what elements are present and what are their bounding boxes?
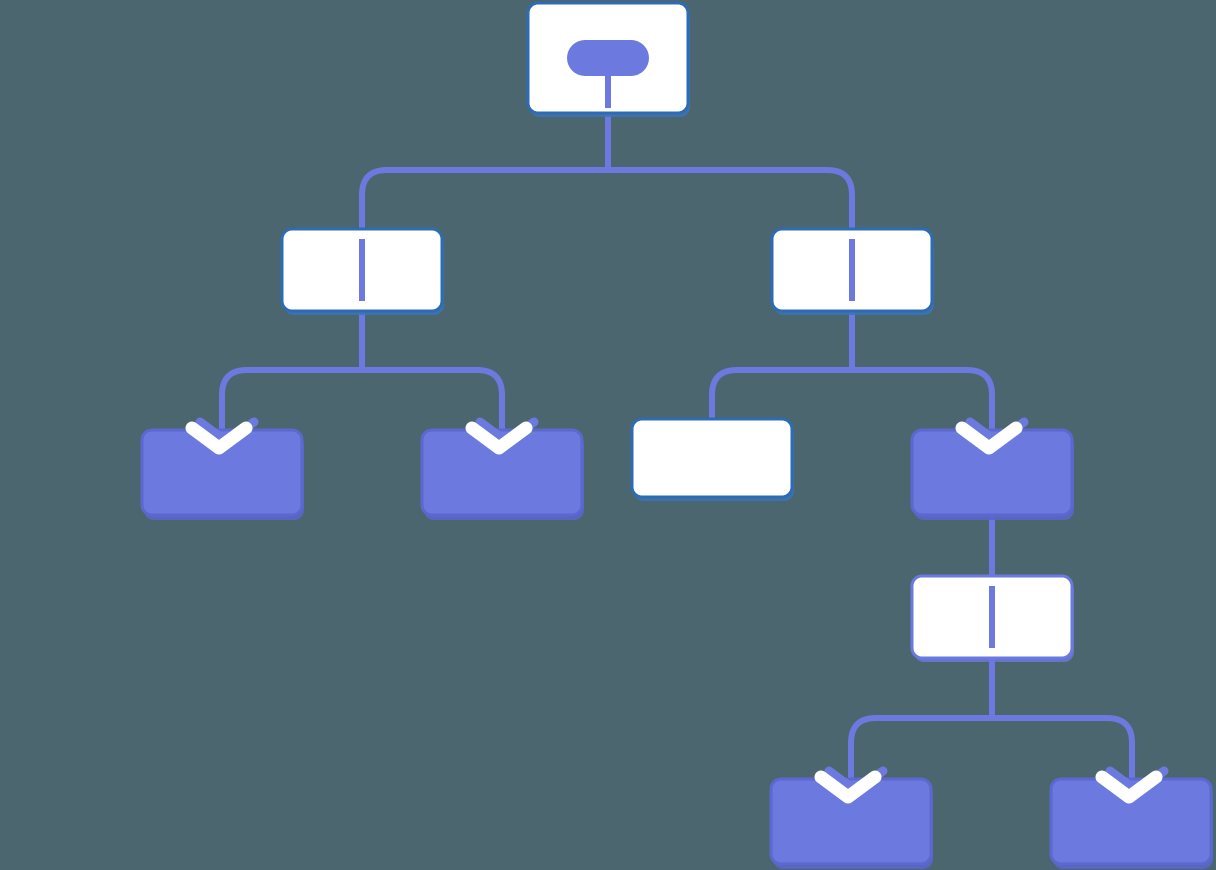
arrow-marker-leaf-1-over [185, 421, 253, 455]
plain-white-node[interactable] [630, 417, 794, 501]
edge-left-branch-to-leaf-2[interactable] [359, 229, 505, 515]
arrow-marker-leaf-1[interactable] [185, 417, 259, 455]
arrow-marker-leaf-2-over [465, 421, 533, 455]
arrow-marker-leaf-3[interactable] [955, 417, 1029, 455]
leaf-node-3-body[interactable] [910, 428, 1074, 517]
markers-layer [185, 40, 1169, 804]
leaf-node-2-body[interactable] [420, 428, 584, 517]
edge-left-branch-to-leaf-1[interactable] [219, 229, 365, 515]
edge-mid-white-to-leaf-4[interactable] [848, 658, 995, 864]
edges-layer [219, 58, 1135, 864]
edge-root-to-right-branch[interactable] [605, 58, 855, 311]
leaf-node-5-body[interactable] [1049, 777, 1213, 866]
arrow-marker-leaf-3-over [955, 421, 1023, 455]
leaf-node-1-body[interactable] [140, 428, 304, 517]
arrow-marker-leaf-2[interactable] [465, 417, 539, 455]
edge-right-branch-to-plain-white[interactable] [709, 229, 855, 419]
pill-marker[interactable] [567, 40, 649, 76]
arrow-marker-leaf-4-over [814, 770, 882, 804]
leaf-node-5[interactable] [1049, 777, 1213, 869]
arrow-marker-leaf-4[interactable] [814, 766, 888, 804]
leaf-node-4-body[interactable] [769, 777, 933, 866]
edge-mid-white-to-leaf-5[interactable] [989, 658, 1135, 864]
leaf-node-4[interactable] [769, 777, 933, 869]
leaf-node-3[interactable] [910, 428, 1074, 520]
leaf-node-2[interactable] [420, 428, 584, 520]
plain-white-node-body[interactable] [630, 417, 794, 499]
leaf-node-1[interactable] [140, 428, 304, 520]
arrow-marker-leaf-5[interactable] [1095, 766, 1169, 804]
edge-right-branch-to-leaf-3[interactable] [849, 229, 995, 515]
arrow-marker-leaf-5-over [1095, 770, 1163, 804]
